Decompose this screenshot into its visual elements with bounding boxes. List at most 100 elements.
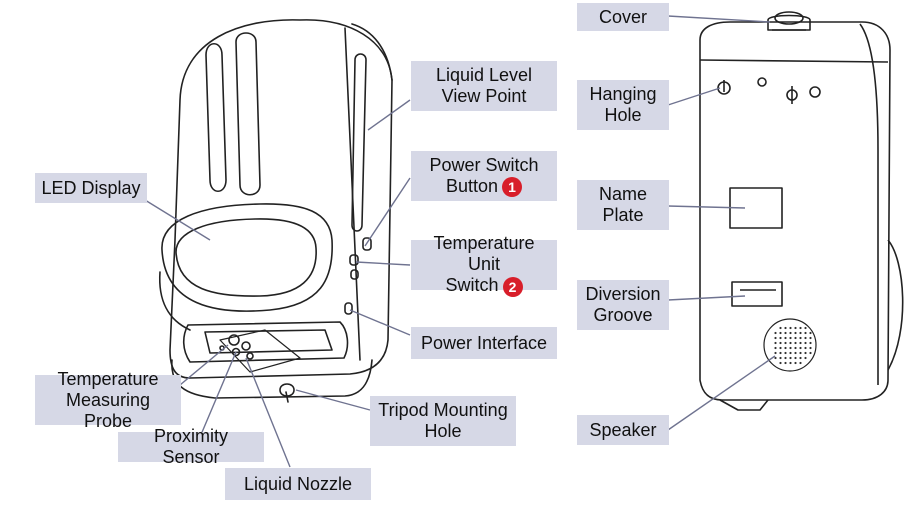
label-temperature-probe-line2: Measuring Probe xyxy=(65,389,151,431)
callout-number-2: 2 xyxy=(502,276,523,297)
speaker-grille-dot xyxy=(789,326,792,330)
speaker-grille-dot xyxy=(794,346,797,350)
speaker-grille-dot xyxy=(784,336,787,340)
label-power-switch-line2-text: Button xyxy=(445,175,499,196)
back-device xyxy=(699,11,904,411)
speaker-grille-dot xyxy=(774,346,777,350)
label-liquid-level: Liquid Level View Point xyxy=(411,61,557,111)
front-device xyxy=(158,19,393,403)
speaker-grille-dot xyxy=(784,326,787,330)
label-led-display: LED Display xyxy=(35,173,147,203)
speaker-grille-dot xyxy=(794,336,797,340)
label-temperature-unit-line2-text: Switch xyxy=(445,275,499,296)
label-speaker-text: Speaker xyxy=(589,419,657,440)
label-cover: Cover xyxy=(577,3,669,31)
speaker-grille-dot xyxy=(799,341,802,345)
speaker-grille-dot xyxy=(809,351,812,355)
speaker-grille-dot xyxy=(799,346,802,350)
label-proximity-sensor: Proximity Sensor xyxy=(118,426,264,467)
speaker-grille-dot xyxy=(779,356,782,360)
label-name-plate-line1: Name xyxy=(598,184,647,204)
speaker-grille-dot xyxy=(804,351,807,355)
speaker-grille-dot xyxy=(804,356,807,360)
label-diversion-line2: Groove xyxy=(593,305,653,325)
label-liquid-level-line2: View Point xyxy=(441,86,527,106)
label-temperature-probe: Temperature Measuring Probe xyxy=(35,369,181,431)
speaker-grille-dot xyxy=(794,341,797,345)
speaker-grille-dot xyxy=(784,351,787,355)
speaker-grille-dot xyxy=(809,341,812,345)
speaker-grille-dot xyxy=(789,351,792,355)
speaker-grille-dot xyxy=(779,341,782,345)
speaker-grille-dot xyxy=(789,331,792,335)
label-tripod-mounting-hole: Tripod Mounting Hole xyxy=(370,396,516,446)
speaker-grille-dot xyxy=(784,346,787,350)
label-hanging-line2: Hole xyxy=(604,105,642,125)
speaker-grille-dot xyxy=(789,336,792,340)
speaker-grille-dot xyxy=(809,346,812,350)
speaker-grille-dot xyxy=(779,351,782,355)
label-hanging-hole: Hanging Hole xyxy=(577,80,669,130)
label-tripod-line2: Hole xyxy=(424,421,462,441)
leader-lines xyxy=(144,15,776,468)
speaker-grille-dot xyxy=(774,351,777,355)
speaker-grille-dot xyxy=(804,341,807,345)
speaker-grille-dot xyxy=(799,361,802,365)
speaker-grille-dot xyxy=(804,346,807,350)
speaker-grille-dot xyxy=(779,331,782,335)
speaker-grille-dot xyxy=(799,356,802,360)
callout-number-1: 1 xyxy=(502,177,523,198)
label-temperature-unit-line1: Temperature Unit xyxy=(433,233,535,275)
label-led-display-text: LED Display xyxy=(41,177,141,198)
speaker-grille-dot xyxy=(774,331,777,335)
label-name-plate: Name Plate xyxy=(577,180,669,230)
label-liquid-level-line1: Liquid Level xyxy=(435,65,533,85)
speaker-grille-dot xyxy=(789,356,792,360)
speaker-grille-dot xyxy=(794,326,797,330)
speaker-grille-dot xyxy=(794,361,797,365)
speaker-grille-dot xyxy=(809,336,812,340)
label-proximity-sensor-text: Proximity Sensor xyxy=(153,426,228,467)
speaker-grille-dot xyxy=(779,346,782,350)
label-power-switch-line1: Power Switch xyxy=(429,154,539,175)
label-speaker: Speaker xyxy=(577,415,669,445)
speaker-grille-dot xyxy=(779,336,782,340)
speaker-grille-dot xyxy=(774,336,777,340)
label-temperature-probe-line1: Temperature xyxy=(57,368,159,389)
speaker-grille-dot xyxy=(794,351,797,355)
label-name-plate-line2: Plate xyxy=(602,205,644,225)
speaker-grille-dot xyxy=(789,361,792,365)
speaker-grille-dot xyxy=(809,331,812,335)
label-diversion-groove: Diversion Groove xyxy=(577,280,669,330)
speaker-grille-dot xyxy=(784,331,787,335)
speaker-grille-dot xyxy=(779,326,782,330)
speaker-grille-dot xyxy=(774,341,777,345)
label-liquid-nozzle-text: Liquid Nozzle xyxy=(243,473,353,494)
speaker-grille-dot xyxy=(794,331,797,335)
label-power-interface: Power Interface xyxy=(411,327,557,359)
speaker-grille-dot xyxy=(774,356,777,360)
speaker-grille-dot xyxy=(804,331,807,335)
speaker-grille-dot xyxy=(784,361,787,365)
label-tripod-line1: Tripod Mounting xyxy=(378,400,508,420)
label-liquid-nozzle: Liquid Nozzle xyxy=(225,468,371,500)
speaker-grille-dot xyxy=(784,341,787,345)
speaker-grille-dot xyxy=(799,326,802,330)
label-hanging-line1: Hanging xyxy=(589,84,657,104)
label-diversion-line1: Diversion xyxy=(585,284,661,304)
speaker-grille-dot xyxy=(789,346,792,350)
speaker-grille-dot xyxy=(799,336,802,340)
speaker-grille-dot xyxy=(779,361,782,365)
label-power-interface-text: Power Interface xyxy=(420,332,548,353)
speaker-grille-dot xyxy=(799,351,802,355)
speaker-grille-dot xyxy=(794,356,797,360)
label-cover-text: Cover xyxy=(598,6,647,27)
speaker-grille-dot xyxy=(804,336,807,340)
speaker-grille-dot xyxy=(789,341,792,345)
speaker-grille-dot xyxy=(804,326,807,330)
